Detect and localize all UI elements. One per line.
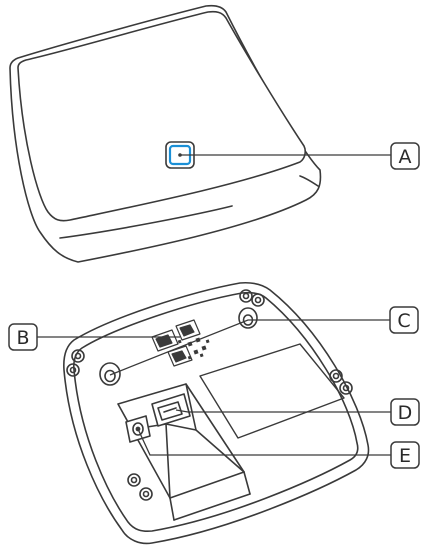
bottom-view-shell — [63, 281, 370, 545]
callout-b: B — [8, 323, 38, 351]
ethernet-port — [151, 393, 191, 427]
callout-d-label: D — [398, 402, 413, 424]
rubber-foot-top — [239, 289, 265, 307]
top-view-lip — [59, 205, 233, 239]
top-view — [9, 4, 322, 263]
top-view-surface — [17, 10, 306, 222]
bottom-view-rim — [73, 291, 359, 533]
mounting-hole-left — [99, 362, 121, 386]
callout-c: C — [389, 306, 419, 334]
rubber-foot-left-top — [66, 349, 85, 377]
connector-bay — [117, 383, 251, 521]
rubber-foot-bottom — [127, 473, 153, 501]
callout-b-label: B — [16, 327, 29, 349]
top-view-side-edge — [299, 175, 319, 187]
rubber-foot-right — [329, 369, 353, 395]
callout-a-label: A — [399, 146, 412, 168]
leader-lines — [37, 154, 391, 456]
callout-e-label: E — [399, 445, 411, 467]
leader-line-e — [137, 428, 391, 456]
qr-code — [151, 319, 210, 367]
label-recess — [199, 343, 345, 439]
callout-c-label: C — [397, 310, 410, 332]
callout-a: A — [390, 142, 420, 170]
callout-e: E — [390, 441, 420, 469]
callout-d: D — [390, 398, 420, 426]
leader-line-d — [175, 409, 391, 413]
bottom-view — [63, 281, 370, 545]
leader-line-c — [109, 319, 390, 376]
